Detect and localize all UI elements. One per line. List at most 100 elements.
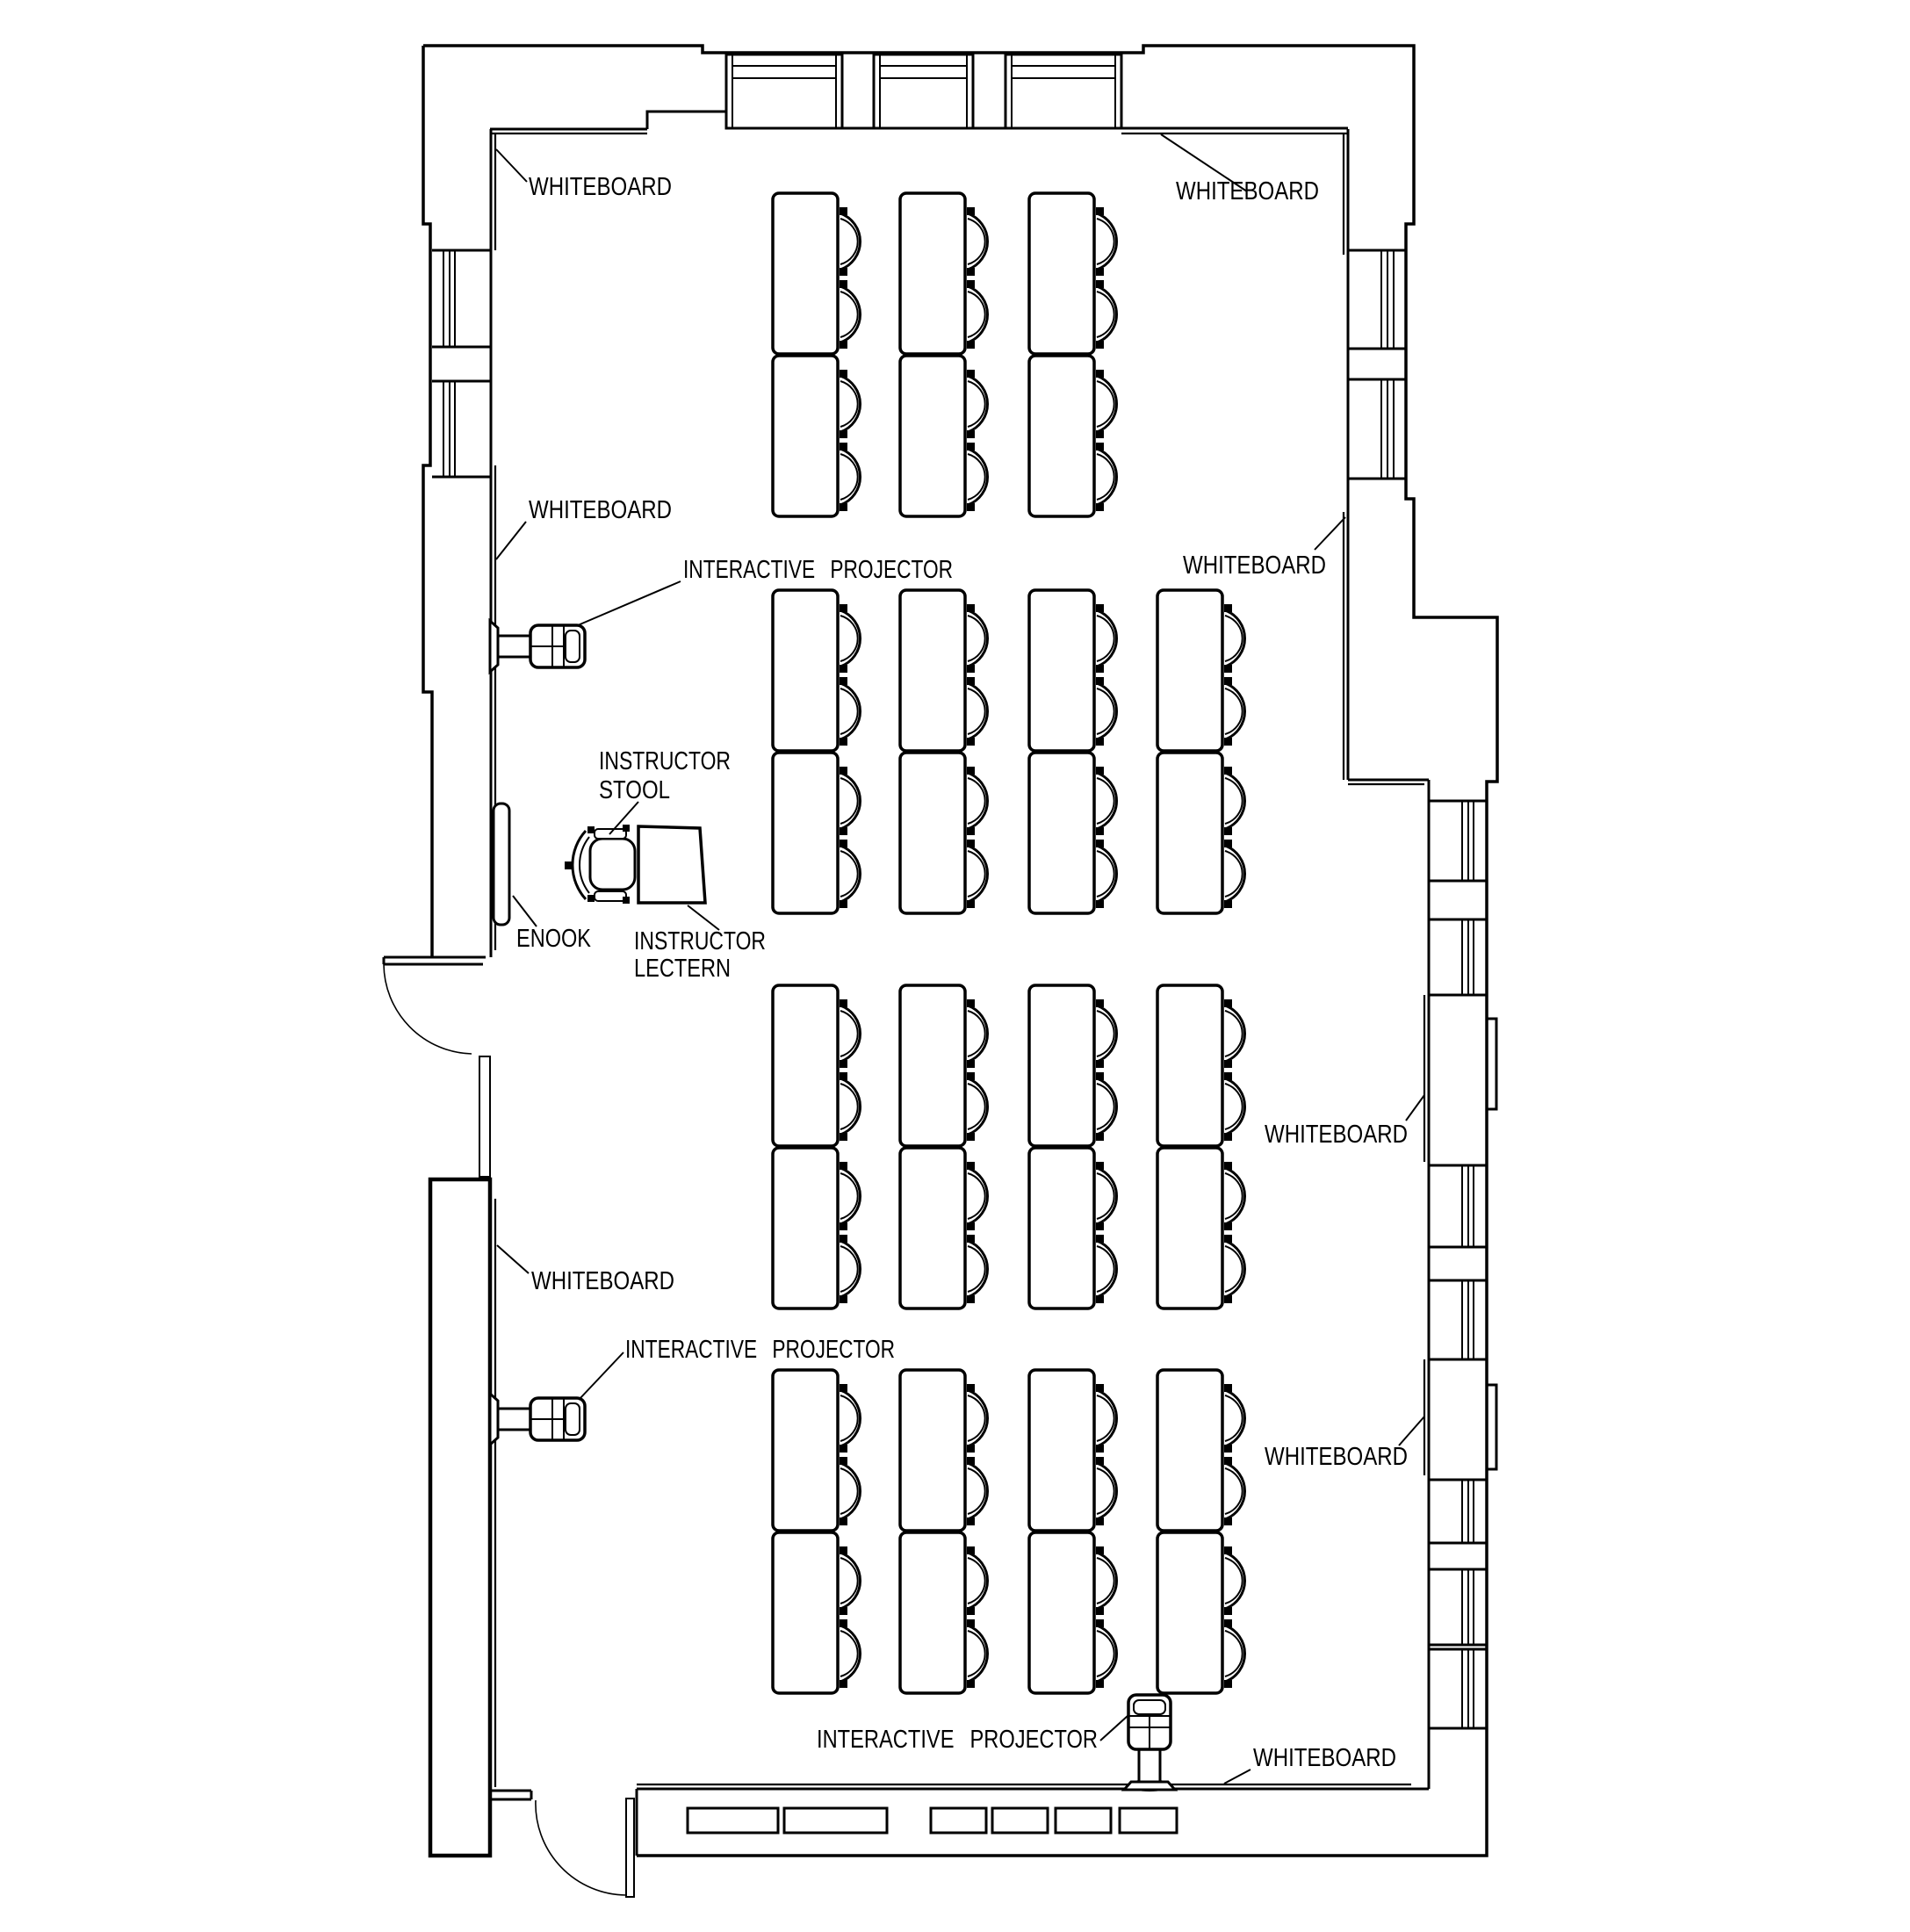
table [898, 1146, 967, 1310]
label-interactive-projector-3: INTERACTIVE PROJECTOR [817, 1726, 1098, 1754]
chair [840, 677, 862, 746]
table [1156, 588, 1224, 753]
table [898, 984, 967, 1148]
chair [967, 604, 990, 673]
table [898, 751, 967, 915]
chair [1224, 1072, 1247, 1141]
label-whiteboard-top-left: WHITEBOARD [529, 173, 672, 201]
table [1156, 751, 1224, 915]
cabinet [1054, 1806, 1113, 1835]
chair [1224, 840, 1247, 908]
label-whiteboard-right-lower: WHITEBOARD [1265, 1443, 1408, 1471]
labels: WHITEBOARD WHITEBOARD WHITEBOARD WHITEBO… [516, 173, 1408, 1772]
label-instructor-lectern-line2: LECTERN [634, 955, 731, 983]
door-leaf [479, 1056, 491, 1178]
table [771, 1531, 840, 1695]
chair [840, 1546, 862, 1615]
table [1156, 1368, 1224, 1532]
table [898, 1368, 967, 1532]
label-whiteboard-top-right: WHITEBOARD [1176, 177, 1319, 205]
chair [840, 280, 862, 349]
chair [1096, 677, 1119, 746]
chair [1096, 1235, 1119, 1303]
chair [1224, 1384, 1247, 1453]
label-whiteboard-left-lower: WHITEBOARD [531, 1267, 674, 1295]
label-whiteboard-left-mid: WHITEBOARD [529, 496, 672, 524]
chair [1224, 999, 1247, 1068]
table [1027, 588, 1096, 753]
enook-panel [492, 802, 511, 926]
table [898, 1531, 967, 1695]
chair [967, 370, 990, 438]
table [771, 984, 840, 1148]
label-instructor-stool-line2: STOOL [599, 776, 670, 804]
table [1027, 1368, 1096, 1532]
chair [1096, 999, 1119, 1068]
label-whiteboard-right-upper: WHITEBOARD [1183, 551, 1326, 580]
chair [967, 840, 990, 908]
chair [1096, 370, 1119, 438]
chair [1224, 1619, 1247, 1688]
chair [967, 443, 990, 511]
cabinet [782, 1806, 889, 1835]
chair [1096, 207, 1119, 276]
chair [1096, 443, 1119, 511]
wall-outline [422, 44, 1499, 1858]
cabinet [686, 1806, 780, 1835]
label-whiteboard-right-mid: WHITEBOARD [1265, 1121, 1408, 1149]
chair [1224, 1457, 1247, 1525]
table [898, 354, 967, 518]
chair [967, 767, 990, 835]
chair [1096, 1072, 1119, 1141]
chair [967, 280, 990, 349]
chair [1096, 840, 1119, 908]
interactive-projector-symbol [488, 617, 587, 675]
top-window-bays [724, 53, 1123, 130]
chair [967, 677, 990, 746]
chair [967, 999, 990, 1068]
chair [1096, 1162, 1119, 1230]
label-instructor-stool-line1: INSTRUCTOR [599, 747, 731, 775]
wall-column-lower-left [428, 1177, 493, 1858]
label-interactive-projector-1: INTERACTIVE PROJECTOR [683, 556, 953, 584]
chair [1224, 767, 1247, 835]
table [1027, 1146, 1096, 1310]
table [771, 588, 840, 753]
chair [840, 1072, 862, 1141]
table [1156, 1146, 1224, 1310]
cabinet [991, 1806, 1049, 1835]
chair [840, 604, 862, 673]
table [771, 1146, 840, 1310]
chair [967, 1235, 990, 1303]
chair [840, 999, 862, 1068]
chair [967, 1384, 990, 1453]
chair [1096, 280, 1119, 349]
instructor-lectern-symbol [637, 825, 707, 905]
chair [840, 1162, 862, 1230]
table [898, 191, 967, 356]
door-leaf [625, 1798, 635, 1898]
table [1027, 191, 1096, 356]
chair [1096, 1546, 1119, 1615]
instructor-stool-symbol [565, 825, 637, 904]
right-wall-windows-upper [1348, 249, 1406, 480]
label-whiteboard-bottom: WHITEBOARD [1253, 1744, 1396, 1772]
chair [840, 767, 862, 835]
window-bay [724, 53, 844, 130]
chair [967, 1162, 990, 1230]
chair [1224, 677, 1247, 746]
chair [967, 1072, 990, 1141]
interactive-projector-symbol [488, 1390, 587, 1448]
label-interactive-projector-2: INTERACTIVE PROJECTOR [625, 1336, 895, 1364]
table [1156, 984, 1224, 1148]
chair [1224, 1235, 1247, 1303]
chair [1096, 767, 1119, 835]
table [771, 191, 840, 356]
table [898, 588, 967, 753]
label-leader-lines [495, 133, 1425, 1784]
chair [967, 1546, 990, 1615]
chair [1096, 604, 1119, 673]
chair [840, 443, 862, 511]
